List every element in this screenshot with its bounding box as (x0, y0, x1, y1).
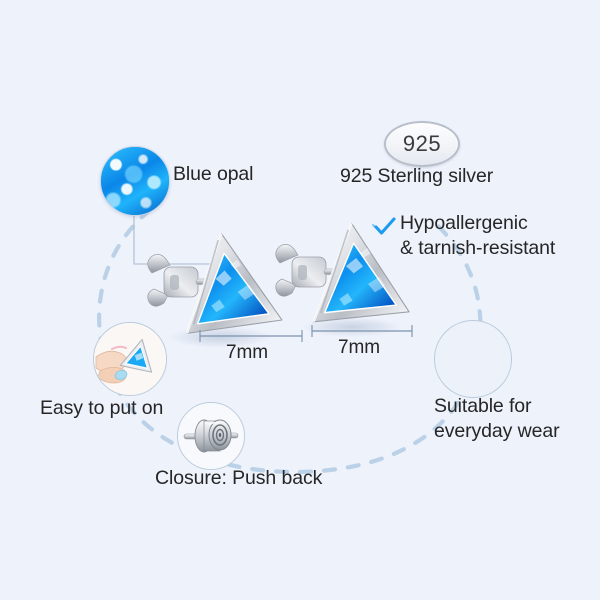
blue-opal-swatch-icon (100, 146, 170, 216)
hand-holding-earring-icon (93, 322, 167, 396)
closure-label: Closure: Push back (155, 467, 323, 489)
hypoallergenic-label: Hypoallergenic & tarnish-resistant (400, 212, 556, 259)
left-dimension-label: 7mm (226, 342, 268, 363)
easy-to-put-on-label: Easy to put on (40, 397, 164, 419)
check-icon (372, 214, 398, 240)
right-earring (275, 222, 410, 323)
earrings-illustration (140, 215, 420, 365)
sterling-925-badge: 925 (384, 121, 460, 167)
right-dimension-label: 7mm (338, 337, 380, 358)
push-back-clasp-icon (177, 402, 245, 470)
left-earring (147, 233, 283, 334)
empty-circle-icon (434, 320, 512, 398)
everyday-wear-label: Suitable for everyday wear (434, 395, 560, 442)
sterling-silver-label: 925 Sterling silver (340, 165, 494, 187)
sterling-925-badge-text: 925 (402, 131, 442, 156)
blue-opal-label: Blue opal (173, 163, 254, 185)
